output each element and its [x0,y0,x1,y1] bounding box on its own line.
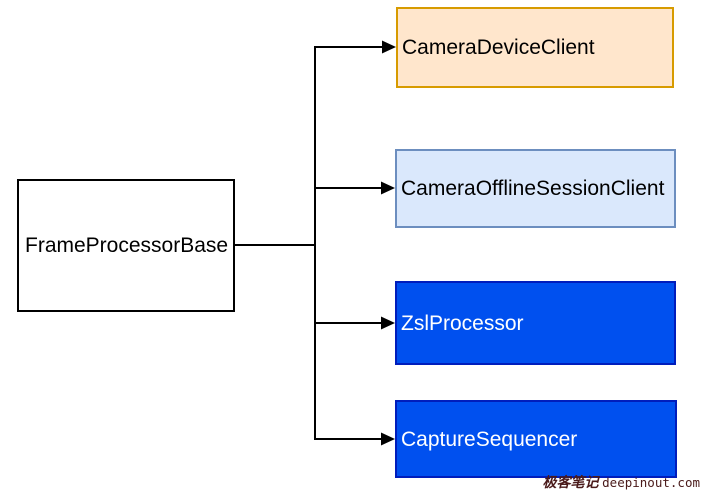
node-label: CameraOfflineSessionClient [401,177,665,200]
arrowhead-icon [381,316,395,330]
arrowhead-icon [382,40,396,54]
arrowhead-icon [381,181,395,195]
node-zsl-processor: ZslProcessor [395,281,676,365]
watermark-site-text: deepinout.com [602,475,700,490]
node-capture-sequencer: CaptureSequencer [395,400,677,478]
node-frame-processor-base: FrameProcessorBase [17,179,235,312]
node-label: CaptureSequencer [401,427,578,451]
node-camera-device-client: CameraDeviceClient [396,7,674,88]
arrowhead-icon [381,432,395,446]
watermark: 极客笔记 deepinout.com [543,472,700,492]
node-camera-offline-session-client: CameraOfflineSessionClient [395,149,676,228]
node-label: CameraDeviceClient [402,36,595,59]
node-label: ZslProcessor [401,311,524,335]
watermark-chinese-text: 极客笔记 [542,475,599,491]
node-label: FrameProcessorBase [25,234,229,257]
